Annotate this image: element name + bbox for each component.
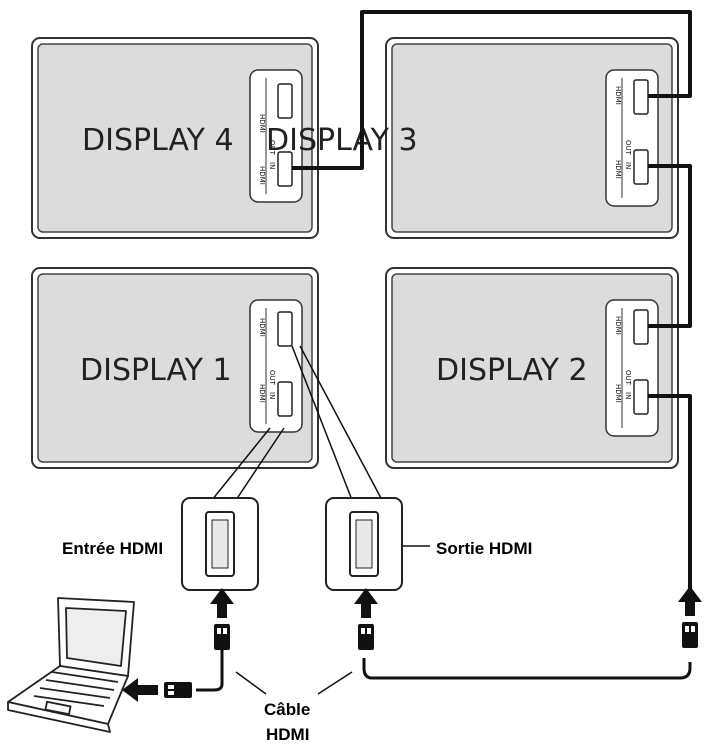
- cable-d4-to-d3: [292, 10, 692, 170]
- arrow-left-icon: [122, 678, 158, 702]
- hdmi-cable-label-line2: HDMI: [266, 725, 309, 744]
- hdmi-plug-icon: [214, 624, 230, 650]
- display-3-label: DISPLAY 3: [266, 123, 418, 158]
- port-label-in: IN: [624, 392, 632, 399]
- port-label-hdmi: HDMI: [614, 384, 622, 403]
- port-label-out: OUT: [268, 140, 276, 156]
- display-3-panel: HDMI HDMI IN OUT: [385, 37, 679, 239]
- port-label-hdmi: HDMI: [614, 160, 622, 179]
- daisy-chain-cables: [196, 10, 692, 692]
- hdmi-out-connector: [325, 497, 403, 591]
- port-label-in: IN: [268, 392, 276, 399]
- port-label-in: IN: [268, 162, 276, 169]
- port-label-hdmi: HDMI: [258, 318, 266, 337]
- port-label-hdmi: HDMI: [614, 316, 622, 335]
- hdmi-in-label: Entrée HDMI: [62, 539, 163, 558]
- display-3-port-panel: HDMI HDMI IN OUT: [605, 69, 659, 207]
- port-label-out: OUT: [268, 370, 276, 386]
- laptop-icon: [7, 597, 135, 733]
- port-label-hdmi: HDMI: [258, 384, 266, 403]
- arrow-up-icon: [210, 588, 234, 618]
- port-label-out: OUT: [624, 370, 632, 386]
- display-2-panel: HDMI HDMI IN OUT: [385, 267, 679, 469]
- cable-bottom-return: [362, 658, 692, 680]
- display-4-panel: HDMI HDMI IN OUT: [31, 37, 319, 239]
- hdmi-out-port: [633, 379, 649, 415]
- hdmi-out-port: [633, 149, 649, 185]
- hdmi-out-port: [277, 311, 293, 347]
- hdmi-in-connector: [181, 497, 259, 591]
- callout-lines: [211, 345, 430, 695]
- display-2-port-panel: HDMI HDMI IN OUT: [605, 299, 659, 437]
- hdmi-out-label: Sortie HDMI: [436, 539, 532, 558]
- port-label-hdmi: HDMI: [614, 86, 622, 105]
- hdmi-plug-icon: [164, 682, 192, 698]
- hdmi-in-port: [633, 79, 649, 115]
- hdmi-in-port: [277, 381, 293, 417]
- port-label-out: OUT: [624, 140, 632, 156]
- hdmi-out-port: [277, 83, 293, 119]
- port-label-in: IN: [624, 162, 632, 169]
- port-label-hdmi: HDMI: [258, 114, 266, 133]
- cable-d2-down: [648, 394, 692, 590]
- display-4-label: DISPLAY 4: [82, 123, 234, 158]
- hdmi-cable-label-line1: Câble: [264, 700, 310, 719]
- cable-pc: [196, 650, 224, 692]
- display-2-label: DISPLAY 2: [436, 353, 588, 388]
- display-1-label: DISPLAY 1: [80, 353, 232, 388]
- cable-d3-to-d2: [648, 164, 692, 328]
- display-1-port-panel: HDMI HDMI IN OUT: [249, 299, 303, 433]
- hdmi-plug-icon: [358, 624, 374, 650]
- hdmi-in-port: [633, 309, 649, 345]
- port-label-hdmi: HDMI: [258, 166, 266, 185]
- display-1-panel: HDMI HDMI IN OUT: [31, 267, 319, 469]
- arrow-up-icon: [354, 588, 378, 618]
- display-4-port-panel: HDMI HDMI IN OUT: [249, 69, 303, 203]
- hdmi-plug-icon: [682, 622, 698, 648]
- arrow-up-icon: [678, 586, 702, 616]
